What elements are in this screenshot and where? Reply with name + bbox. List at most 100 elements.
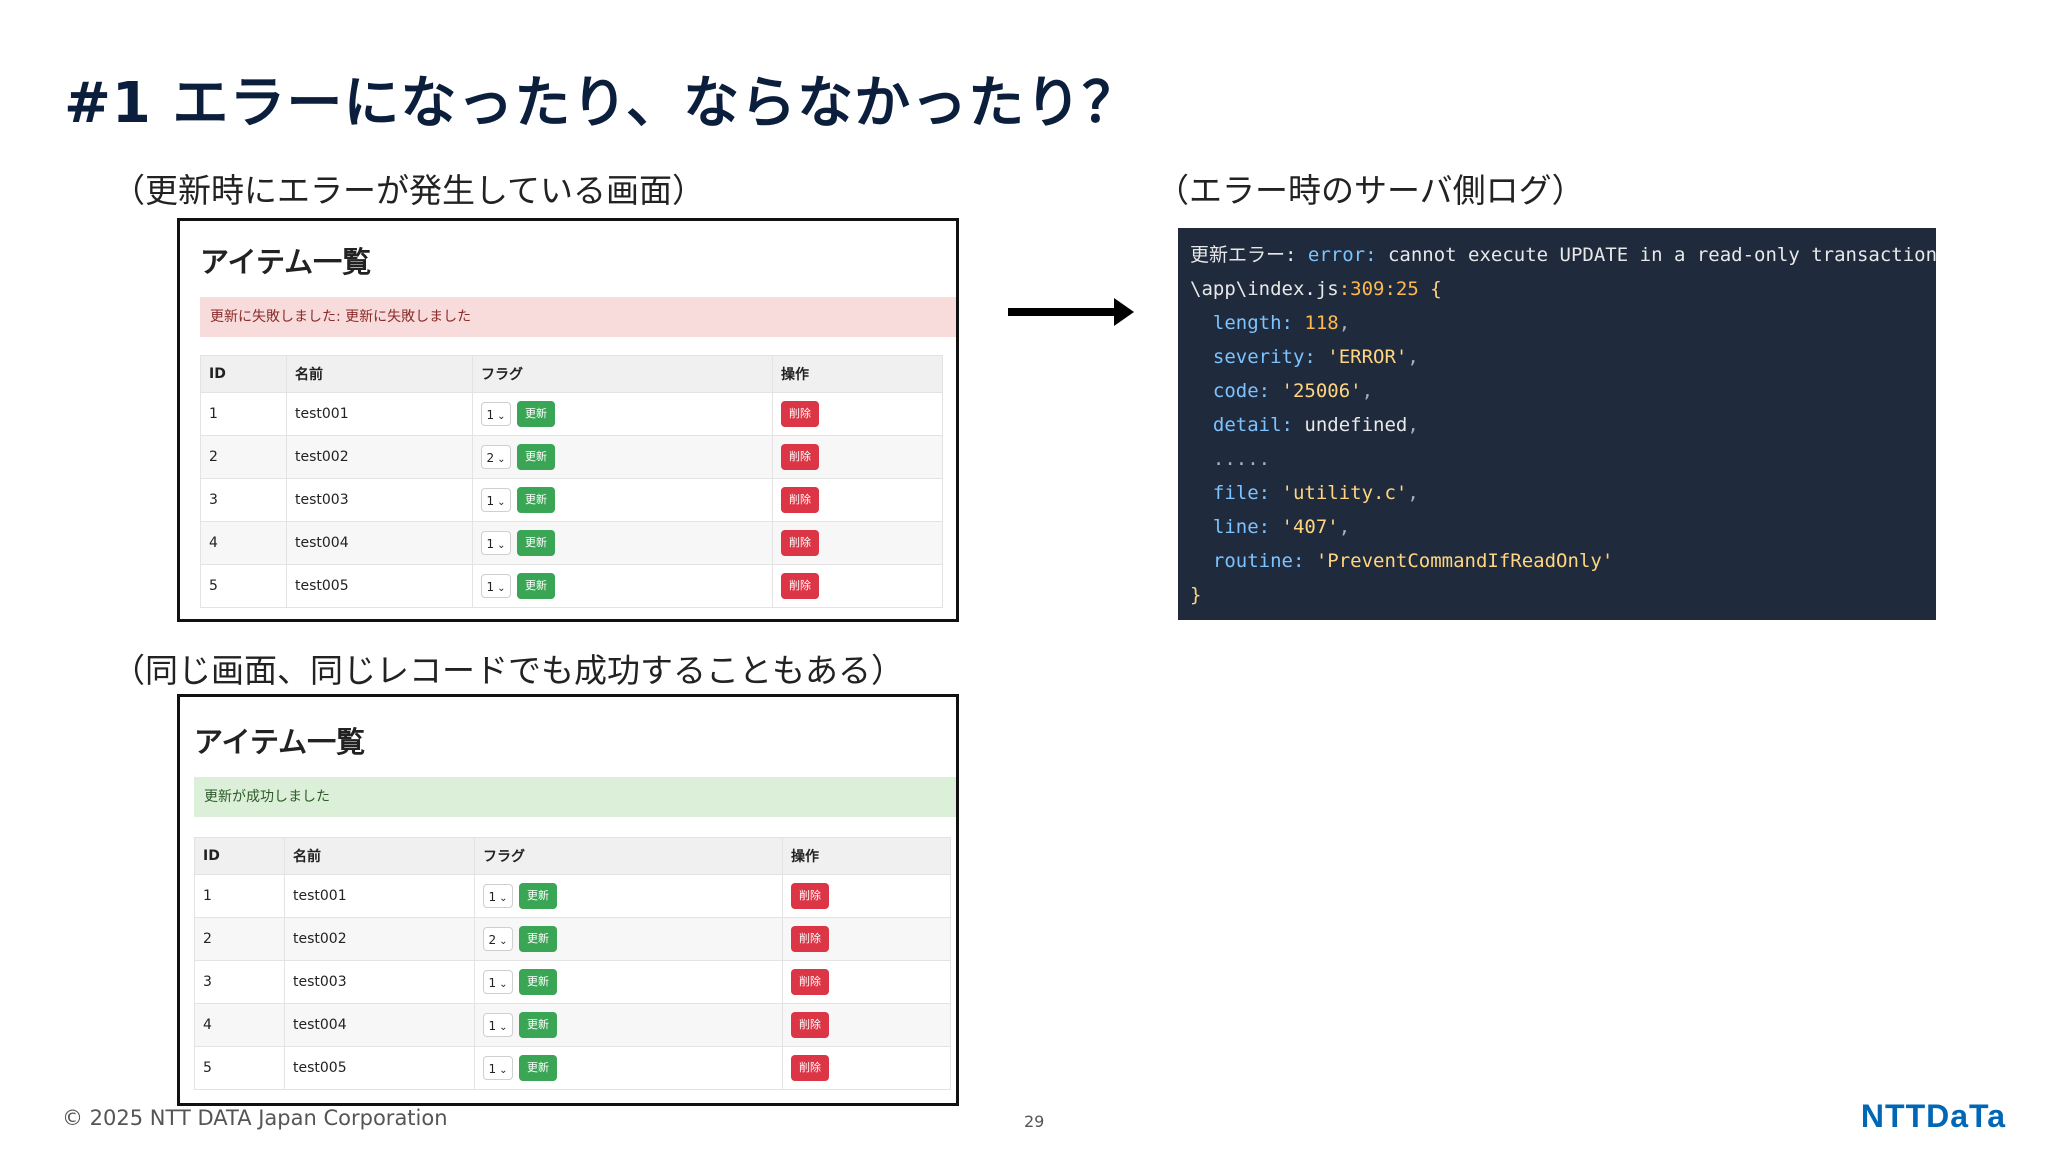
column-header-name: 名前: [286, 355, 473, 393]
column-header-flag: フラグ: [474, 837, 783, 875]
table-row: 1 test001 1⌄更新 削除: [194, 874, 951, 918]
update-button[interactable]: 更新: [519, 1012, 557, 1038]
page-number: 29: [1024, 1112, 1045, 1131]
flag-select[interactable]: 1⌄: [483, 1056, 513, 1080]
cell-actions: 削除: [772, 521, 943, 565]
delete-button[interactable]: 削除: [781, 401, 819, 427]
cell-flag: 1⌄更新: [472, 478, 773, 522]
column-header-flag: フラグ: [472, 355, 773, 393]
chevron-down-icon: ⌄: [499, 979, 508, 990]
chevron-down-icon: ⌄: [497, 583, 506, 594]
chevron-down-icon: ⌄: [499, 1065, 508, 1076]
cell-flag: 1⌄更新: [472, 521, 773, 565]
log-line: line: '407',: [1212, 516, 1351, 538]
log-line: detail: undefined,: [1212, 414, 1419, 436]
slide-title: #1 エラーになったり、ならなかったり？: [64, 71, 1140, 136]
update-button[interactable]: 更新: [517, 530, 555, 556]
flag-select[interactable]: 1⌄: [481, 402, 511, 426]
update-button[interactable]: 更新: [517, 573, 555, 599]
chevron-down-icon: ⌄: [499, 893, 508, 904]
delete-button[interactable]: 削除: [791, 969, 829, 995]
cell-id: 4: [200, 521, 287, 565]
delete-button[interactable]: 削除: [791, 1012, 829, 1038]
column-header-id: ID: [200, 355, 287, 393]
flag-select[interactable]: 1⌄: [483, 1013, 513, 1037]
error-alert: 更新に失敗しました: 更新に失敗しました: [200, 297, 956, 337]
success-alert: 更新が成功しました: [194, 777, 956, 817]
delete-button[interactable]: 削除: [791, 926, 829, 952]
update-button[interactable]: 更新: [517, 487, 555, 513]
delete-button[interactable]: 削除: [781, 573, 819, 599]
update-button[interactable]: 更新: [517, 401, 555, 427]
cell-actions: 削除: [782, 960, 951, 1004]
cell-name: test003: [286, 478, 473, 522]
cell-flag: 1⌄更新: [472, 564, 773, 608]
cell-id: 4: [194, 1003, 285, 1047]
log-line: length: 118,: [1212, 312, 1351, 334]
caption-error-screen: （更新時にエラーが発生している画面）: [112, 171, 706, 210]
cell-name: test002: [284, 917, 475, 961]
log-line: 更新エラー: error: cannot execute UPDATE in a…: [1190, 244, 1938, 266]
cell-actions: 削除: [772, 392, 943, 436]
error-screen-frame: アイテム一覧 更新に失敗しました: 更新に失敗しました ID 名前 フラグ 操作…: [177, 218, 959, 622]
log-line: }: [1190, 584, 1202, 606]
flag-select[interactable]: 2⌄: [481, 445, 511, 469]
cell-actions: 削除: [782, 1003, 951, 1047]
cell-actions: 削除: [772, 478, 943, 522]
flag-select[interactable]: 1⌄: [483, 884, 513, 908]
delete-button[interactable]: 削除: [781, 487, 819, 513]
cell-actions: 削除: [782, 1046, 951, 1090]
cell-id: 5: [200, 564, 287, 608]
table-row: 4 test004 1⌄更新 削除: [200, 521, 943, 565]
chevron-down-icon: ⌄: [497, 454, 506, 465]
cell-actions: 削除: [782, 874, 951, 918]
column-header-name: 名前: [284, 837, 475, 875]
update-button[interactable]: 更新: [519, 1055, 557, 1081]
delete-button[interactable]: 削除: [791, 1055, 829, 1081]
arrow-right-icon: [1008, 308, 1126, 316]
update-button[interactable]: 更新: [519, 883, 557, 909]
flag-select[interactable]: 1⌄: [481, 574, 511, 598]
update-button[interactable]: 更新: [519, 926, 557, 952]
chevron-down-icon: ⌄: [499, 936, 508, 947]
delete-button[interactable]: 削除: [791, 883, 829, 909]
ntt-data-logo: NTTDaTa: [1860, 1098, 2006, 1134]
items-table: ID 名前 フラグ 操作 1 test001 1⌄更新 削除 2 test002…: [194, 837, 951, 1090]
table-row: 4 test004 1⌄更新 削除: [194, 1003, 951, 1047]
log-line: file: 'utility.c',: [1212, 482, 1419, 504]
cell-flag: 2⌄更新: [472, 435, 773, 479]
flag-select[interactable]: 1⌄: [483, 970, 513, 994]
cell-id: 2: [194, 917, 285, 961]
update-button[interactable]: 更新: [517, 444, 555, 470]
table-row: 3 test003 1⌄更新 削除: [194, 960, 951, 1004]
cell-flag: 1⌄更新: [474, 960, 783, 1004]
cell-id: 2: [200, 435, 287, 479]
flag-select[interactable]: 1⌄: [481, 488, 511, 512]
copyright-footer: © 2025 NTT DATA Japan Corporation: [62, 1106, 448, 1130]
cell-id: 1: [200, 392, 287, 436]
column-header-id: ID: [194, 837, 285, 875]
cell-name: test003: [284, 960, 475, 1004]
flag-select[interactable]: 2⌄: [483, 927, 513, 951]
table-row: 3 test003 1⌄更新 削除: [200, 478, 943, 522]
flag-select[interactable]: 1⌄: [481, 531, 511, 555]
delete-button[interactable]: 削除: [781, 444, 819, 470]
delete-button[interactable]: 削除: [781, 530, 819, 556]
cell-actions: 削除: [772, 435, 943, 479]
update-button[interactable]: 更新: [519, 969, 557, 995]
cell-name: test001: [284, 874, 475, 918]
cell-actions: 削除: [772, 564, 943, 608]
items-table: ID 名前 フラグ 操作 1 test001 1⌄更新 削除 2 test002…: [200, 355, 943, 608]
table-row: 5 test005 1⌄更新 削除: [200, 564, 943, 608]
table-row: 1 test001 1⌄更新 削除: [200, 392, 943, 436]
log-line: code: '25006',: [1212, 380, 1374, 402]
log-line: \app\index.js:309:25 {: [1190, 278, 1442, 300]
server-log-panel: 更新エラー: error: cannot execute UPDATE in a…: [1178, 228, 1938, 620]
column-header-actions: 操作: [772, 355, 943, 393]
cell-id: 1: [194, 874, 285, 918]
app-title: アイテム一覧: [194, 725, 366, 759]
cell-name: test005: [286, 564, 473, 608]
cell-flag: 1⌄更新: [474, 1046, 783, 1090]
cell-id: 3: [194, 960, 285, 1004]
cell-flag: 1⌄更新: [474, 1003, 783, 1047]
